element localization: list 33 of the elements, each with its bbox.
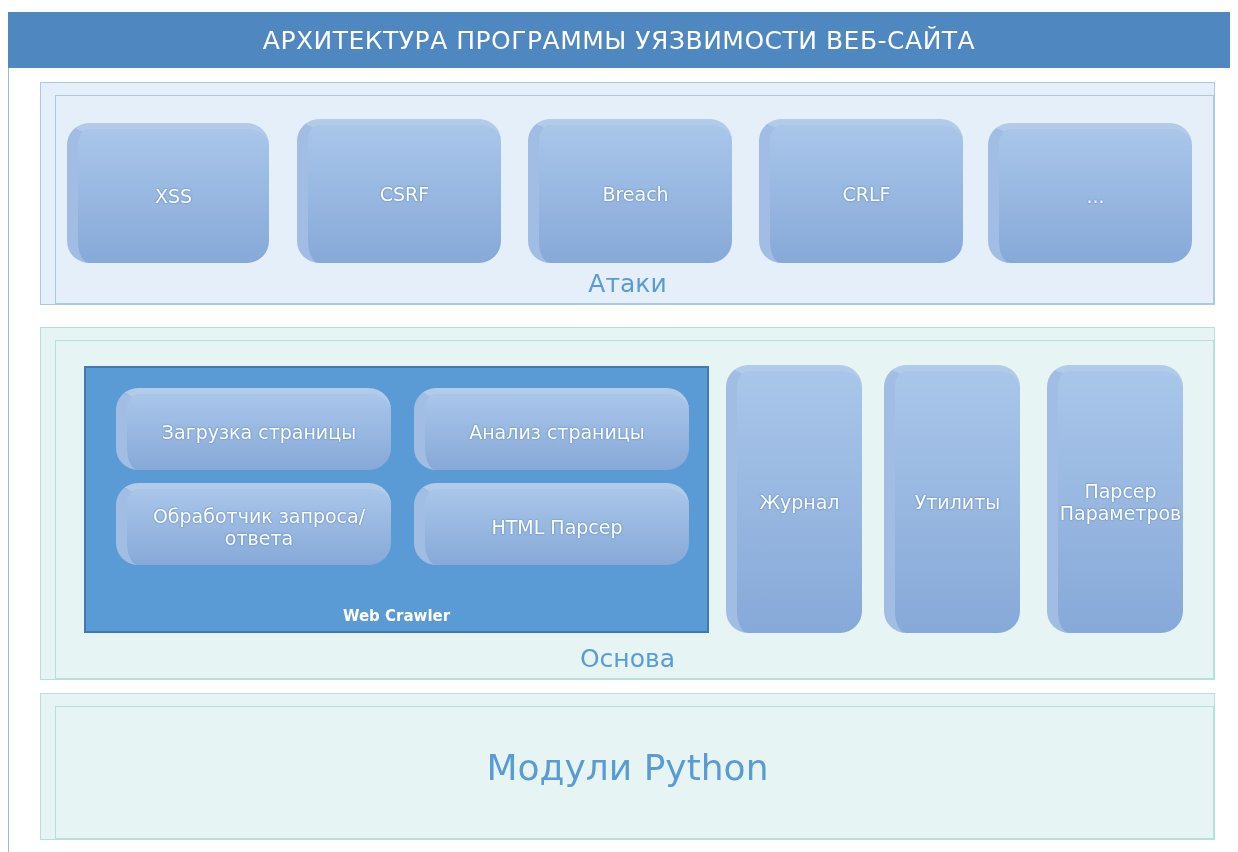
module-card (297, 119, 501, 263)
module-card (414, 483, 689, 565)
module-card (884, 365, 1020, 633)
module-card (1047, 365, 1183, 633)
group-label: Web Crawler (341, 607, 452, 625)
module-card (759, 119, 963, 263)
module-label: Breach (602, 183, 669, 205)
layer-label: Атаки (587, 269, 668, 298)
module-card (528, 119, 732, 263)
layer-label: Модули Python (485, 746, 770, 787)
module-label: Обработчик запроса/ ответа (151, 505, 367, 549)
module-card (988, 123, 1192, 263)
module-card (67, 123, 269, 263)
module-card (116, 388, 391, 470)
module-label: CSRF (379, 183, 430, 205)
module-card (116, 483, 391, 565)
module-label: XSS (154, 185, 193, 207)
module-card (726, 365, 862, 633)
module-label: Парсер Параметров (1059, 480, 1182, 524)
layer-label: Основа (578, 644, 677, 673)
module-label: Утилиты (914, 491, 1001, 513)
module-label: CRLF (842, 183, 891, 205)
layer-panel (40, 82, 1215, 305)
module-label: Журнал (759, 491, 840, 513)
layer-panel (40, 693, 1215, 840)
layer-panel (40, 327, 1215, 680)
module-label: HTML Парсер (491, 516, 623, 538)
title-banner: АРХИТЕКТУРА ПРОГРАММЫ УЯЗВИМОСТИ ВЕБ-САЙТА (8, 12, 1230, 68)
module-label: ... (1086, 185, 1105, 207)
module-label: Загрузка страницы (161, 421, 357, 443)
module-card (414, 388, 689, 470)
module-label: Анализ страницы (469, 421, 645, 443)
group-panel (84, 366, 709, 633)
